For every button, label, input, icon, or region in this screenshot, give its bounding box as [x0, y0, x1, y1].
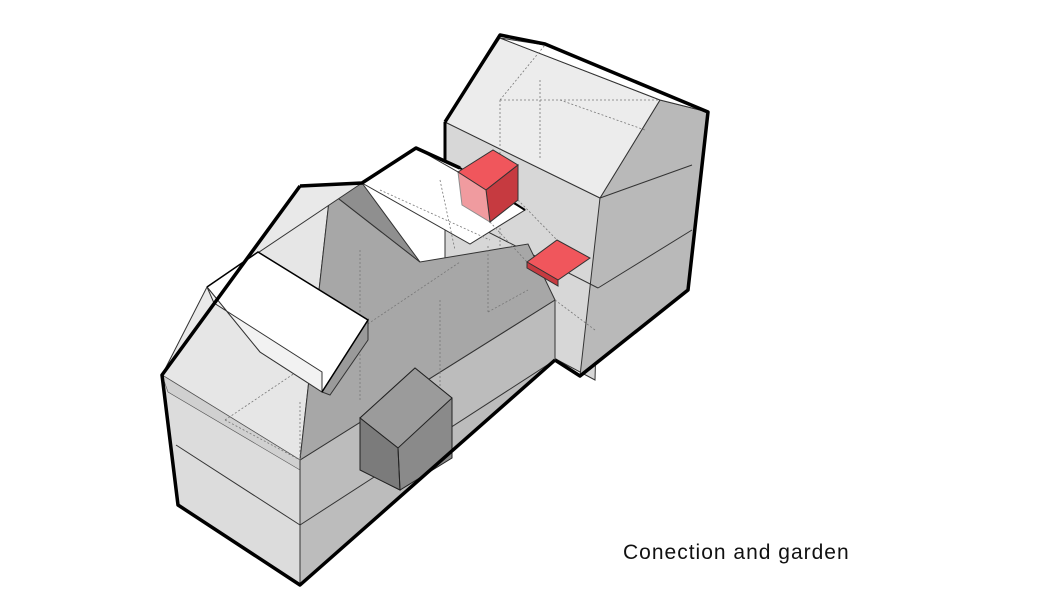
garden-box	[359, 367, 453, 491]
left-building-roof-long-slope	[299, 191, 556, 461]
connection	[457, 149, 596, 331]
diagram-caption: Conection and garden	[623, 541, 850, 564]
left-building-outline	[299, 146, 461, 188]
connection-lower-red-pad	[526, 239, 591, 287]
dormer-lower	[206, 251, 370, 396]
right-building-outline	[443, 33, 710, 378]
connection-upper-red-block	[457, 149, 519, 223]
